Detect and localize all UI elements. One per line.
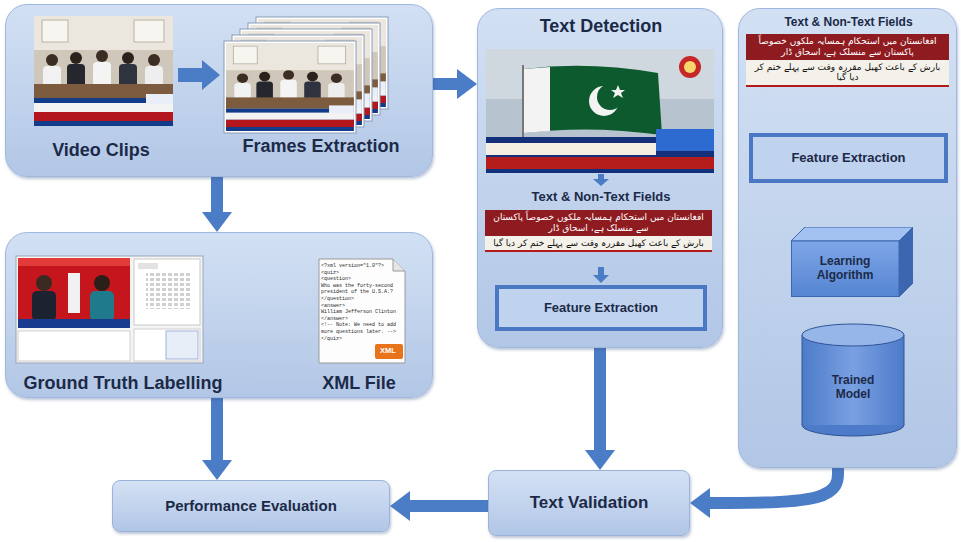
xml-code-line: <answer>: [321, 303, 401, 310]
label-slot: بارش کے باعث کھیل مقررہ وقت سے پہلے ختم …: [485, 236, 712, 253]
label-slot: <answer>: [321, 303, 401, 310]
label-slot: </answer>: [321, 316, 401, 323]
xml-code-line: <quiz>: [321, 270, 401, 277]
xml-code-line: president of the U.S.A.?: [321, 289, 401, 296]
xml-code-line: Who was the forty-second: [321, 283, 401, 290]
text-slot: Text Detection: [478, 13, 724, 39]
text-slot: Feature Extraction: [753, 137, 944, 179]
xml-code-line: more questions later. -->: [321, 329, 401, 336]
flow-arrow: [709, 468, 838, 503]
text-slot: Text & Non-Text Fields: [739, 13, 958, 33]
flow-arrow: [409, 500, 488, 512]
text-slot: Ground Truth Labelling: [9, 369, 237, 397]
text-slot: Text Validation: [489, 471, 689, 535]
box-label: Performance Evaluation: [165, 497, 337, 514]
label-slot: president of the U.S.A.?: [321, 289, 401, 296]
xml-code-line: </quiz>: [321, 336, 401, 343]
ticker-text: افغانستان میں استحکام ہمسایہ ملکوں خصوصا…: [485, 210, 712, 236]
text-slot: Frames Extraction: [216, 131, 426, 161]
box-label: Learning Algorithm: [793, 255, 897, 283]
xml-code-line: <?xml version="1.0"?>: [321, 263, 401, 270]
file-badge: XML: [374, 343, 402, 358]
label-slot: <quiz>: [321, 270, 401, 277]
panel-heading: Text Detection: [540, 16, 663, 37]
ticker-text: بارش کے باعث کھیل مقررہ وقت سے پہلے ختم …: [746, 60, 949, 88]
process-box: Text Validation: [488, 470, 690, 536]
text-slot: Feature Extraction: [499, 289, 703, 327]
flow-arrow: [433, 78, 458, 90]
text-slot: Video Clips: [21, 135, 181, 165]
text-slot: Performance Evaluation: [113, 481, 389, 531]
ticker-text: افغانستان میں استحکام ہمسایہ ملکوں خصوصا…: [746, 34, 949, 60]
media-panel: Video Clips Frames Extraction: [5, 4, 433, 177]
panel-heading: Text & Non-Text Fields: [784, 16, 912, 30]
label-slot: </question>: [321, 296, 401, 303]
label-slot: افغانستان میں استحکام ہمسایہ ملکوں خصوصا…: [746, 34, 949, 60]
label-slot: افغانستان میں استحکام ہمسایہ ملکوں خصوصا…: [485, 210, 712, 236]
text-slot: Learning Algorithm: [793, 243, 897, 295]
label-slot: <question>: [321, 276, 401, 283]
cube-box: Learning Algorithm: [791, 227, 913, 297]
label-slot: <?xml version="1.0"?>: [321, 263, 401, 270]
text-slot: XML File: [301, 369, 417, 397]
panel-label: Ground Truth Labelling: [24, 373, 223, 394]
xml-code-line: </question>: [321, 296, 401, 303]
flow-arrow: [594, 348, 606, 451]
text-slot: Text & Non-Text Fields: [478, 187, 724, 207]
panel-label: Frames Extraction: [242, 136, 399, 157]
box-label: Feature Extraction: [544, 301, 658, 316]
label-slot: more questions later. -->: [321, 329, 401, 336]
process-box: Feature Extraction: [495, 285, 707, 331]
xml-code-line: <question>: [321, 276, 401, 283]
label-slot: بارش کے باعث کھیل مقررہ وقت سے پہلے ختم …: [746, 60, 949, 88]
label-slot: William Jefferson Clinton: [321, 309, 401, 316]
flow-arrow: [211, 177, 223, 213]
process-box: Feature Extraction: [749, 133, 948, 183]
ticker-text: بارش کے باعث کھیل مقررہ وقت سے پہلے ختم …: [485, 236, 712, 253]
label-slot: </quiz>: [321, 336, 401, 343]
box-label: Trained Model: [818, 374, 888, 402]
xml-code-line: William Jefferson Clinton: [321, 309, 401, 316]
panel-label: Text & Non-Text Fields: [532, 190, 671, 205]
label-slot: Who was the forty-second: [321, 283, 401, 290]
flow-arrow: [211, 398, 223, 461]
text-slot: Trained Model: [818, 355, 888, 421]
box-label: Feature Extraction: [791, 151, 905, 166]
process-box: Performance Evaluation: [112, 480, 390, 532]
panel-label: XML File: [322, 373, 396, 394]
label-slot: <!-- Note: We need to add: [321, 322, 401, 329]
label-slot: XML: [374, 343, 402, 358]
box-label: Text Validation: [530, 493, 649, 513]
xml-code-line: <!-- Note: We need to add: [321, 322, 401, 329]
database-cylinder: Trained Model: [801, 323, 905, 438]
detection-panel: Text DetectionText & Non-Text FieldsFeat…: [477, 8, 723, 348]
panel-label: Video Clips: [52, 140, 150, 161]
xml-code-line: </answer>: [321, 316, 401, 323]
